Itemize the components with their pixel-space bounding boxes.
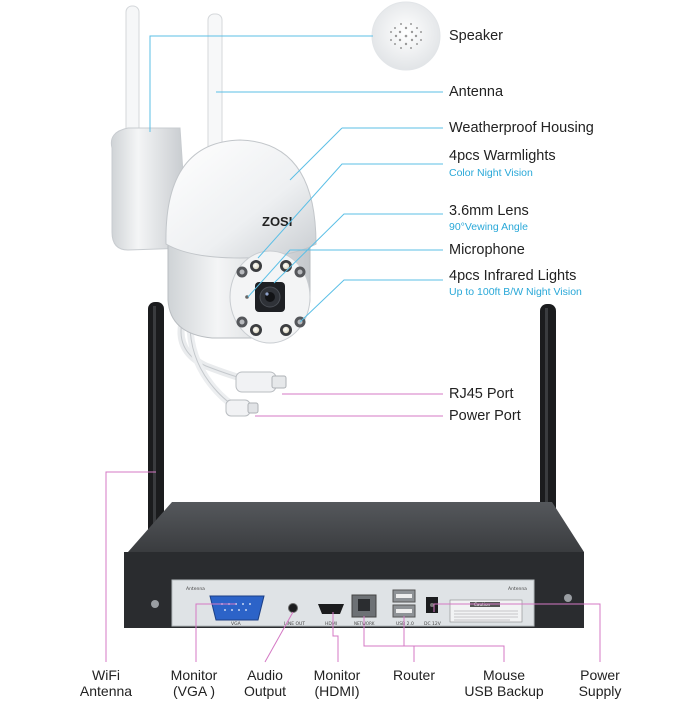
panel-text-line-out: LINE OUT [284,621,305,627]
camera-callout-lines [149,35,443,323]
label-mouse-usb-line2: USB Backup [464,683,544,699]
label-monitor-hdmi-line1: Monitor [313,667,361,683]
panel-text-antenna-right: Antenna [508,586,527,592]
label-monitor-hdmi-line2: (HDMI) [314,683,360,699]
speaker-illustration [371,1,441,71]
label-antenna: Antenna [449,84,504,100]
label-lens-sub: 90°Vewing Angle [449,221,528,233]
lens [255,282,285,312]
label-power-supply: Power Supply [545,667,655,699]
panel-text-antenna-left: Antenna [186,586,205,592]
label-speaker: Speaker [449,28,504,44]
port-callout-lines [105,393,601,663]
microphone-hole [245,295,249,299]
panel-text-dc: DC 12V [424,621,442,627]
warmlight-leds [250,260,292,336]
brand-logo: ZOSI [262,214,292,229]
label-mouse-usb: Mouse USB Backup [449,667,559,699]
label-lens: 3.6mm Lens [449,203,529,219]
label-weatherproof-housing: Weatherproof Housing [449,120,594,136]
panel-text-vga: VGA [231,621,242,627]
label-warmlights-sub: Color Night Vision [449,167,533,179]
label-microphone: Microphone [449,242,525,258]
label-audio-output-line2: Output [243,683,287,699]
label-power-supply-line2: Supply [578,683,622,699]
label-mouse-usb-line1: Mouse [482,667,526,683]
label-router: Router [359,667,469,683]
label-wifi-antenna: WiFi Antenna [51,667,161,699]
panel-text-usb: USB 2.0 [396,621,414,627]
label-power-supply-line1: Power [580,667,620,683]
panel-text-hdmi: HDMI [325,621,337,627]
label-audio-output-line1: Audio [247,667,283,683]
label-infrared: 4pcs Infrared Lights [449,268,577,284]
camera-illustration: ZOSI [110,5,317,417]
label-warmlights: 4pcs Warmlights [449,148,556,164]
label-power-port: Power Port [449,408,521,424]
label-monitor-vga: Monitor (VGA ) [139,667,249,699]
label-rj45-port: RJ45 Port [449,386,514,402]
nvr-illustration: Antenna Antenna VGA LINE OUT HDMI NETWOR… [124,302,584,628]
label-wifi-antenna-line2: Antenna [79,683,133,699]
label-monitor-hdmi: Monitor (HDMI) [282,667,392,699]
infrared-leds [236,266,306,328]
label-monitor-vga-line2: (VGA ) [172,683,215,699]
label-audio-output: Audio Output [210,667,320,699]
label-infrared-sub: Up to 100ft B/W Night Vision [449,286,582,298]
label-monitor-vga-line1: Monitor [170,667,218,683]
label-router-line1: Router [392,667,436,683]
label-wifi-antenna-line1: WiFi [92,667,120,683]
